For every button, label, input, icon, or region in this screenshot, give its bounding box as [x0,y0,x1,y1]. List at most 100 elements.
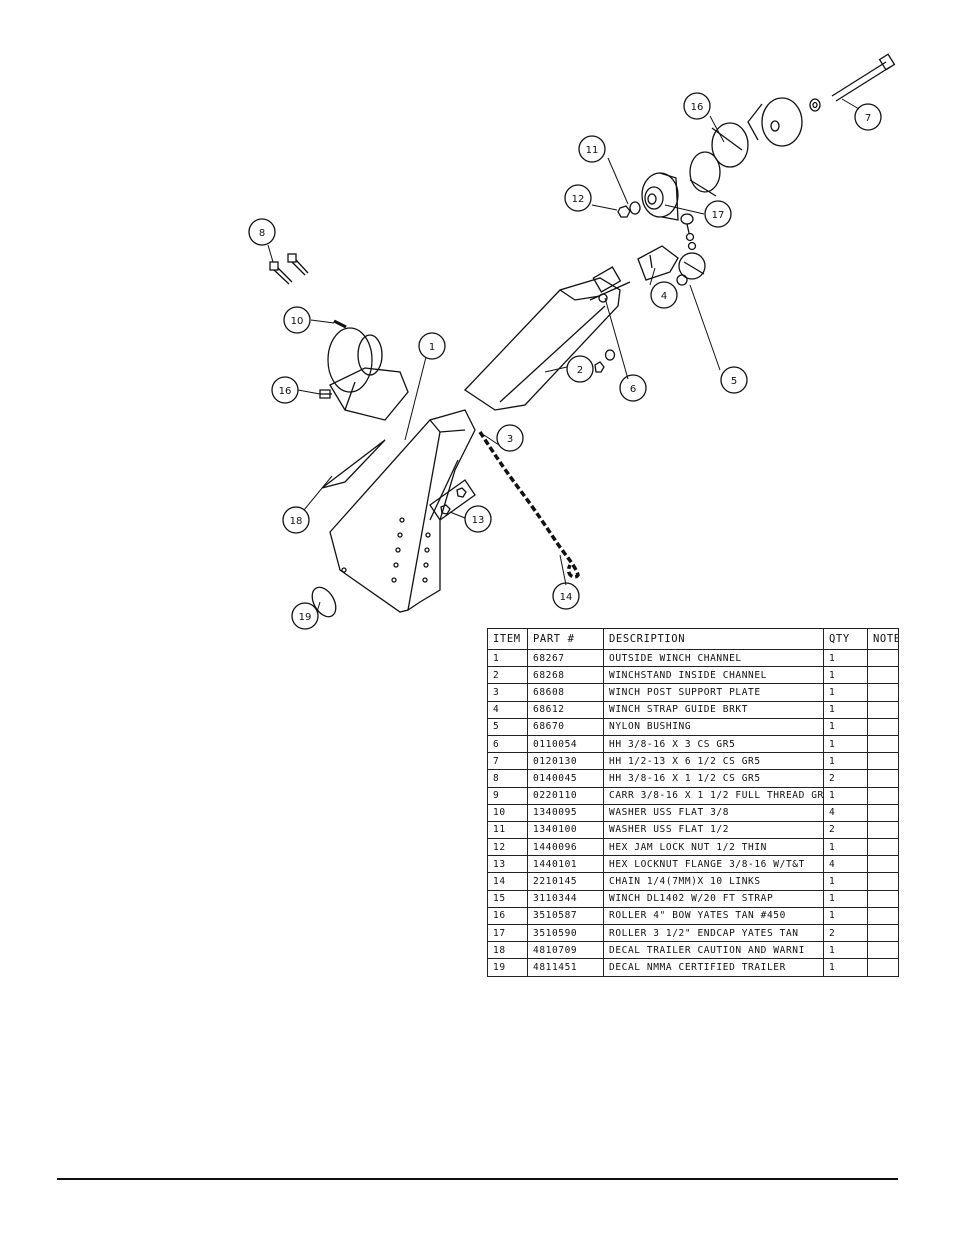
cell-note [867,700,899,719]
cell-desc: NYLON BUSHING [603,717,824,736]
cell-part: 1340100 [527,820,604,840]
cell-desc: WASHER USS FLAT 1/2 [603,820,824,840]
cell-desc: CHAIN 1/4(7MM)X 10 LINKS [603,872,824,891]
header-qty: QTY [823,628,868,650]
part-9-carriage-bolt [680,213,697,251]
cell-part: 68612 [527,700,604,719]
cell-desc: WASHER USS FLAT 3/8 [603,803,824,822]
cell-part: 0110054 [527,734,604,754]
cell-item: 4 [487,700,528,719]
cell-note [867,734,899,754]
part-10-washer [333,319,347,329]
callout-18: 18 [290,516,303,527]
cell-qty: 1 [823,786,868,805]
part-2-inside-channel [463,266,631,411]
callout-5: 5 [731,376,737,387]
cell-item: 14 [487,872,528,891]
cell-qty: 1 [823,889,868,908]
cell-item: 5 [487,717,528,736]
callout-10: 10 [291,316,304,327]
cell-part: 68267 [527,648,604,668]
cell-desc: HEX JAM LOCK NUT 1/2 THIN [603,838,824,857]
cell-note [867,958,899,977]
exploded-assembly-drawing: 7 16 11 12 17 4 5 6 2 8 10 16 1 3 13 14 … [248,53,896,630]
cell-part: 3510587 [527,906,604,926]
cell-desc: DECAL NMMA CERTIFIED TRAILER [603,958,824,977]
callout-15: 16 [279,386,292,397]
cell-desc: HH 3/8-16 X 1 1/2 CS GR5 [603,769,824,788]
cell-note [867,855,899,874]
header-note: NOTE [867,628,899,650]
cell-part: 1440096 [527,838,604,857]
callout-labels: 7 16 11 12 17 4 5 6 2 8 10 16 1 3 13 14 … [259,102,871,623]
callout-19: 19 [299,612,312,623]
part-18-caution-decal [321,439,386,489]
cell-part: 2210145 [527,872,604,891]
cell-item: 8 [487,769,528,788]
part-1-outside-winch-channel [329,409,476,613]
callout-8: 8 [259,228,265,239]
part-17-endcap-roller [641,172,679,221]
cell-qty: 1 [823,683,868,702]
callout-1: 1 [429,342,435,353]
cell-part: 4810709 [527,941,604,960]
callout-17: 17 [712,210,725,221]
cell-desc: HH 1/2-13 X 6 1/2 CS GR5 [603,752,824,771]
cell-note [867,941,899,960]
cell-item: 18 [487,941,528,960]
cell-part: 0120130 [527,752,604,771]
cell-item: 19 [487,958,528,977]
callout-4: 4 [661,291,667,302]
cell-qty: 1 [823,700,868,719]
cell-note [867,769,899,788]
cell-note [867,717,899,736]
cell-part: 3110344 [527,889,604,908]
cell-qty: 1 [823,906,868,926]
cell-note [867,872,899,891]
cell-desc: WINCHSTAND INSIDE CHANNEL [603,666,824,685]
cell-qty: 4 [823,855,868,874]
cell-note [867,683,899,702]
cell-note [867,752,899,771]
cell-part: 0140045 [527,769,604,788]
part-8-bolts [269,253,309,285]
cell-qty: 2 [823,923,868,943]
cell-note [867,666,899,685]
cell-note [867,889,899,908]
callout-14: 14 [560,592,573,603]
cell-item: 16 [487,906,528,926]
cell-desc: WINCH DL1402 W/20 FT STRAP [603,889,824,908]
cell-qty: 2 [823,769,868,788]
cell-item: 6 [487,734,528,754]
cell-item: 1 [487,648,528,668]
part-12-jam-nut [617,205,631,218]
cell-item: 7 [487,752,528,771]
cell-qty: 1 [823,752,868,771]
cell-qty: 1 [823,648,868,668]
callout-7: 7 [865,113,871,124]
leader-lines [267,98,860,613]
cell-part: 1440101 [527,855,604,874]
cell-item: 15 [487,889,528,908]
cell-item: 10 [487,803,528,822]
part-19-nmma-decal [311,586,337,618]
cell-item: 11 [487,820,528,840]
cell-desc: WINCH STRAP GUIDE BRKT [603,700,824,719]
part-13-locknuts [440,487,467,515]
part-11-washer [629,201,641,215]
cell-part: 1340095 [527,803,604,822]
cell-qty: 1 [823,717,868,736]
part-14-chain [478,431,580,579]
cell-part: 3510590 [527,923,604,943]
